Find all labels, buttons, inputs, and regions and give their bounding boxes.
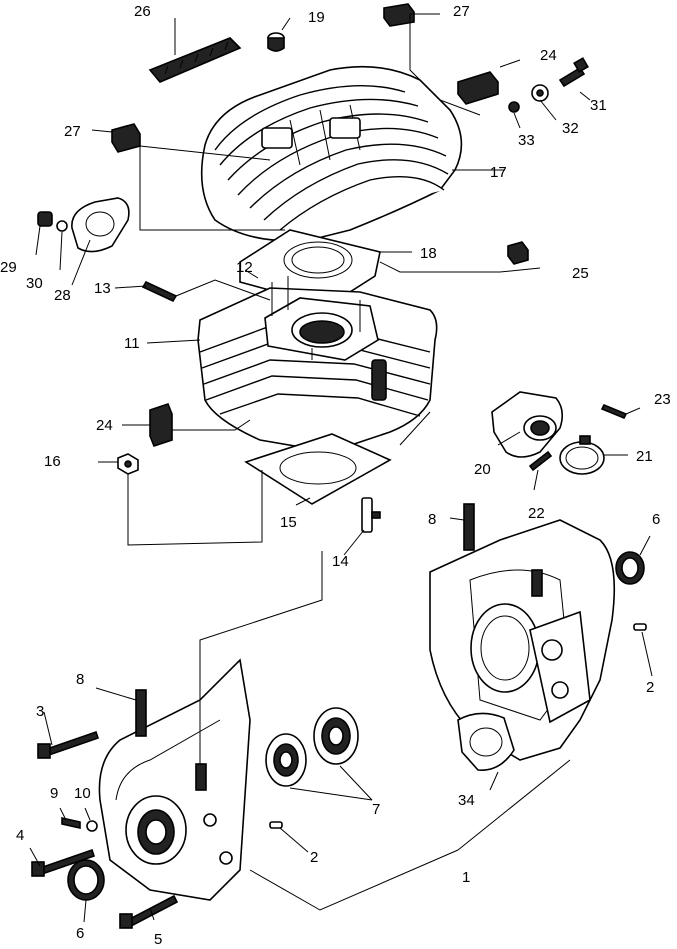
callout-2-left: 2 [310,849,318,866]
washer [531,84,549,102]
callout-9: 9 [50,785,58,802]
callout-15: 15 [280,514,297,531]
callout-5: 5 [154,931,162,948]
oil-seal-left [67,859,105,901]
bolt-bottom [119,894,179,929]
callout-8-left: 8 [76,671,84,688]
oil-seal-right [615,551,645,585]
callout-2-right: 2 [646,679,654,696]
callout-28: 28 [54,287,71,304]
callout-22: 22 [528,505,545,522]
callout-17: 17 [490,164,507,181]
callout-12: 12 [236,259,253,276]
callout-1: 1 [462,869,470,886]
rubber-mount-left [111,123,141,153]
leader-lines [29,13,653,923]
intake-screw [600,403,628,420]
callout-16: 16 [44,453,61,470]
bolt-left-upper [37,730,100,759]
dowel-pin-left [269,821,283,829]
callout-34: 34 [458,792,475,809]
locating-pin [361,497,381,533]
crankcase-gasket [457,712,515,771]
callout-25: 25 [572,265,589,282]
callout-21: 21 [636,448,653,465]
callout-32: 32 [562,120,579,137]
main-bearing-2 [313,707,359,765]
callout-18: 18 [420,245,437,262]
crankcase-left [98,658,251,901]
callout-30: 30 [26,275,43,292]
hose-clamp [559,435,605,475]
intake-stud [528,450,553,472]
plug-cap [267,32,285,52]
callout-11: 11 [124,335,140,352]
callout-31: 31 [590,97,607,114]
head-gasket [239,229,381,307]
crankcase-right [429,503,616,761]
callout-24-top: 24 [540,47,557,64]
rubber-mount-lower [149,403,173,447]
main-bearing-1 [265,733,307,787]
callout-13: 13 [94,280,111,297]
callout-labels: 26 19 27 24 31 32 33 17 27 29 30 28 13 1… [0,3,671,948]
intake-manifold [491,391,564,458]
rubber-block [507,241,529,265]
callout-27-left: 27 [64,123,81,140]
exhaust-washer [56,220,68,232]
callout-26: 26 [134,3,151,20]
callout-6-right: 6 [652,511,660,528]
bolt-left-lower [31,848,96,877]
callout-33: 33 [518,132,535,149]
small-washer [86,820,98,832]
callout-27-top: 27 [453,3,470,20]
callout-10: 10 [74,785,91,802]
callout-19: 19 [308,9,325,26]
cylinder-head [200,65,463,242]
callout-24-lower: 24 [96,417,113,434]
exhaust-gasket [71,197,130,253]
heat-sink-strip [148,37,242,83]
callout-4: 4 [16,827,24,844]
exhaust-nut [37,211,53,227]
stud [141,280,178,303]
callout-7: 7 [372,801,380,818]
callout-8-right: 8 [428,511,436,528]
callout-20: 20 [474,461,491,478]
small-bolt [61,817,81,829]
small-nut [508,101,520,113]
callout-23: 23 [654,391,671,408]
callout-3: 3 [36,703,44,720]
callout-29: 29 [0,259,17,276]
head-bolt [558,57,589,88]
dowel-pin-right [633,623,647,631]
rubber-mount-top [383,3,415,27]
cylinder-nut [117,453,139,475]
rubber-mount-right [457,71,499,105]
callout-6-left: 6 [76,925,84,942]
callout-14: 14 [332,553,349,570]
base-gasket [244,433,392,505]
cylinder [197,276,438,453]
